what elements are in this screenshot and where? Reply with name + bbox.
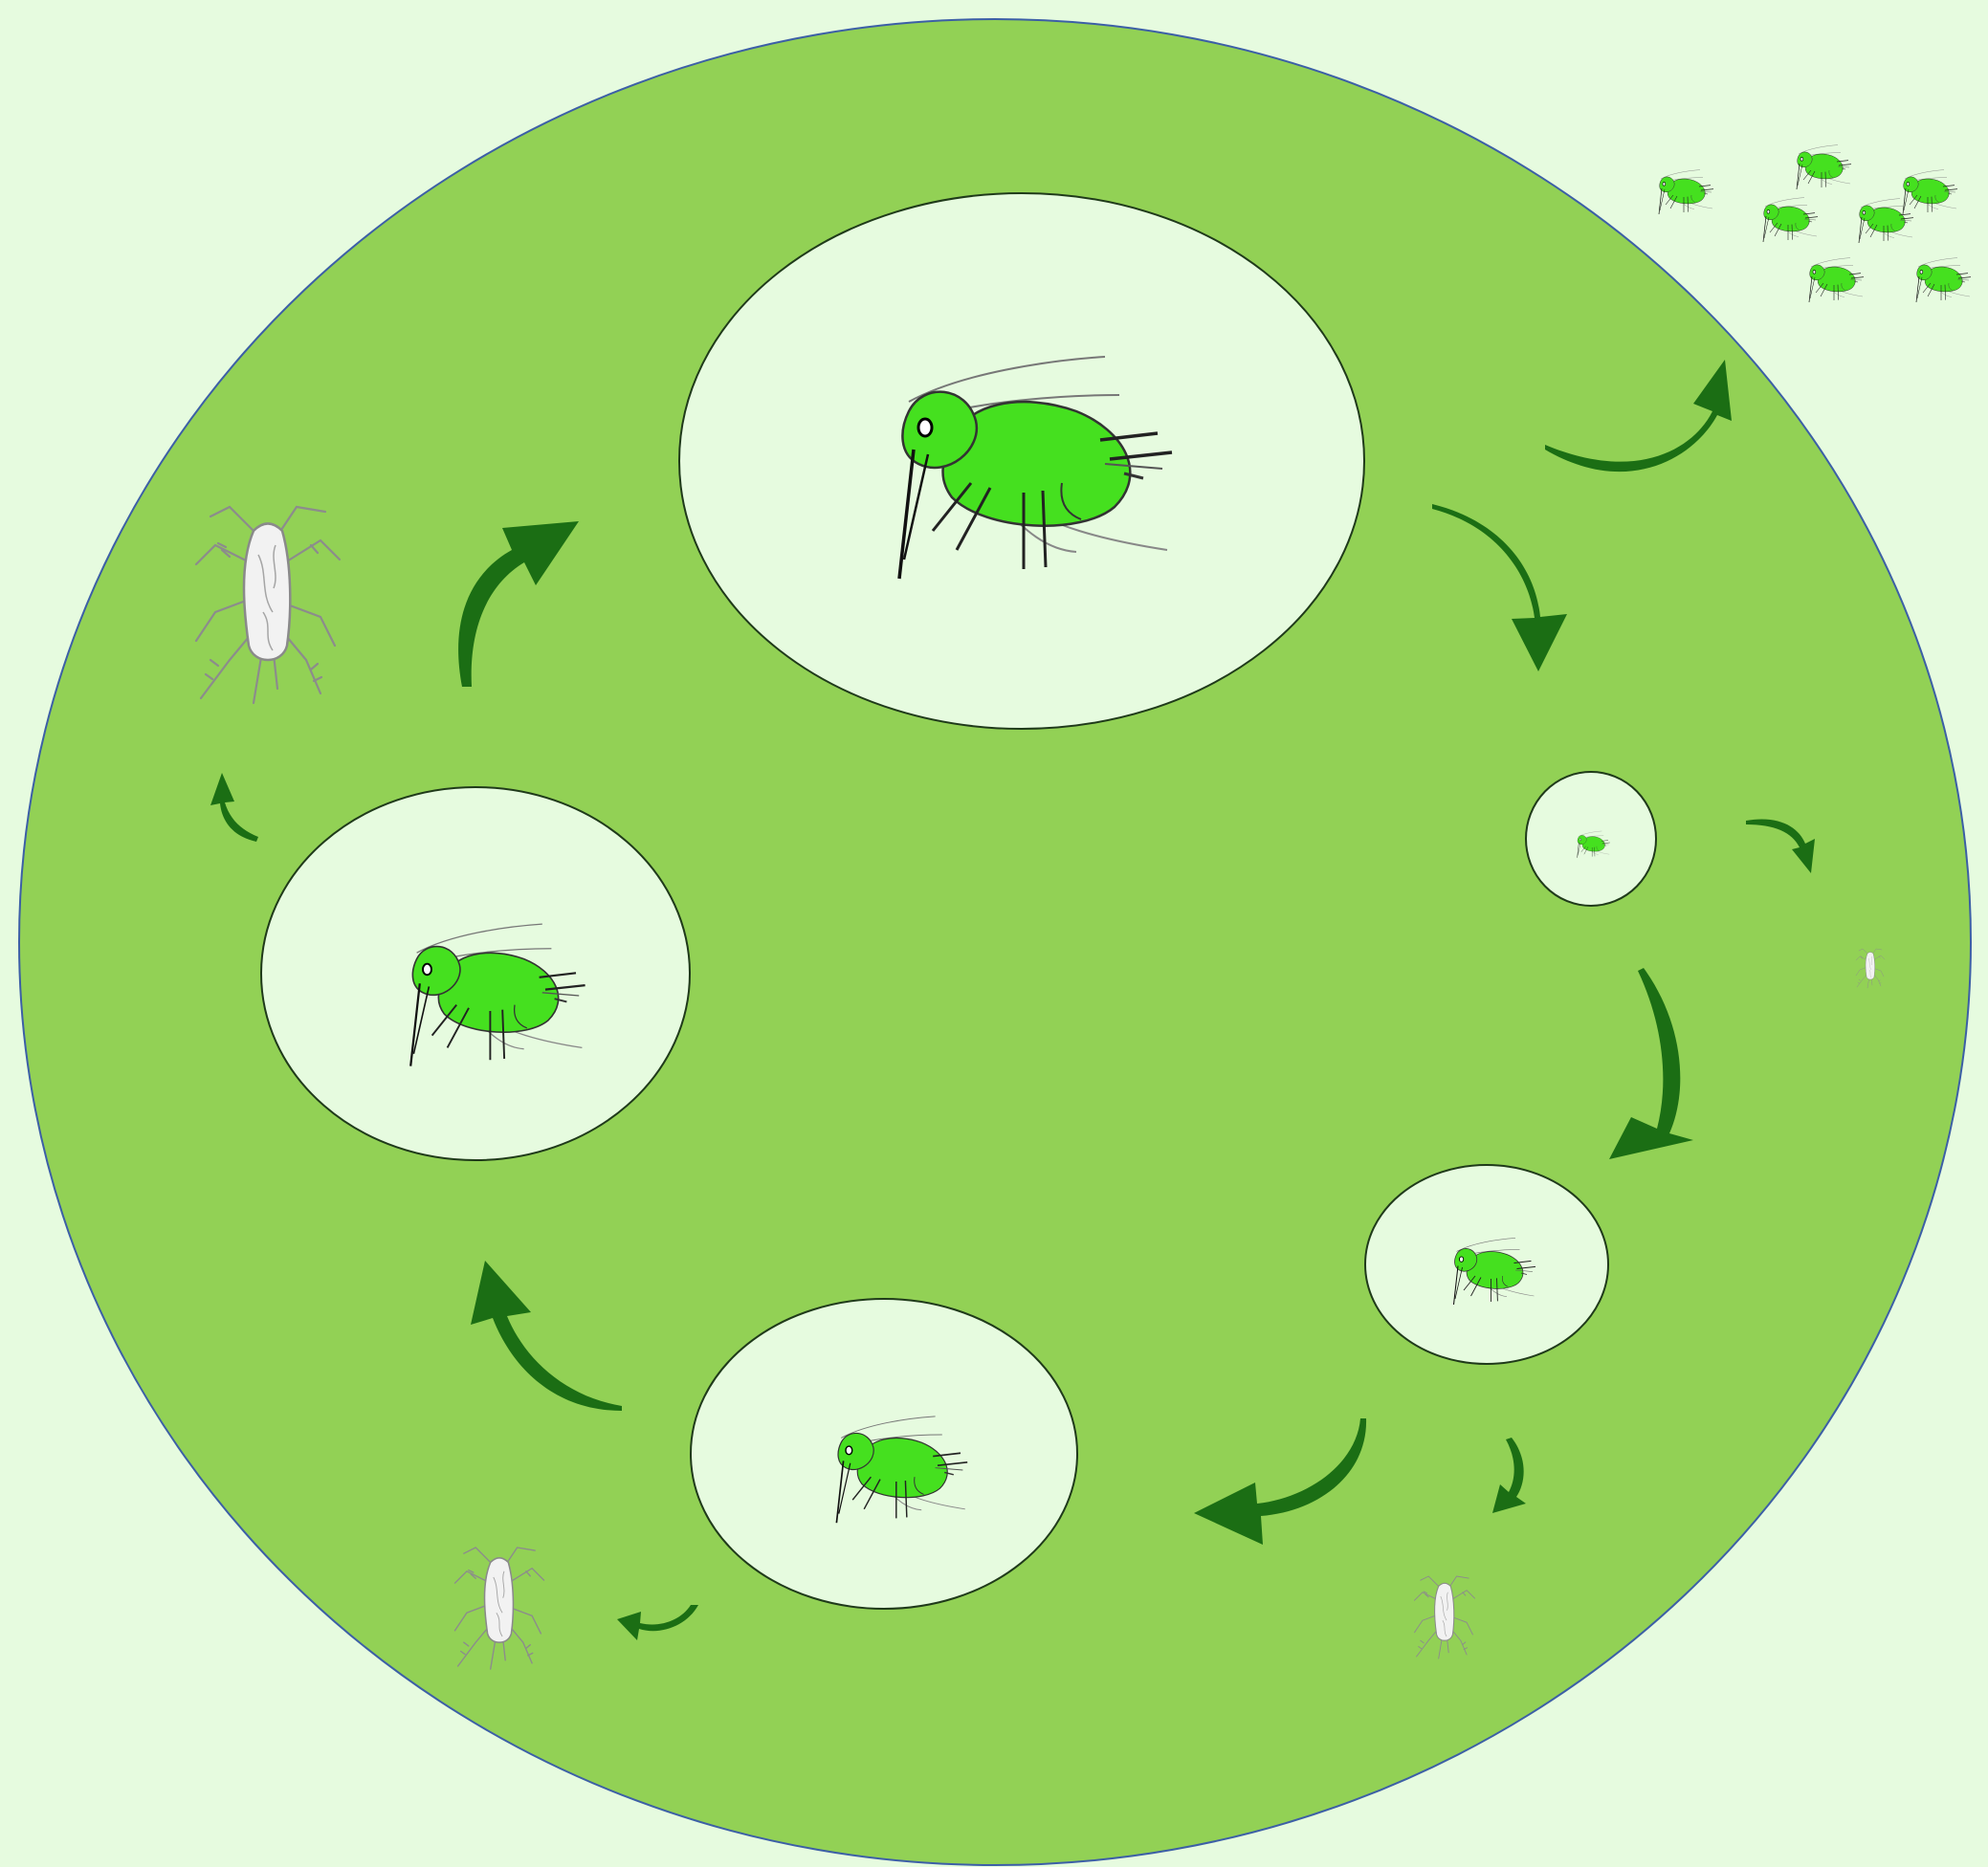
stage-fourth-instar	[261, 787, 690, 1160]
aphid-icon	[1763, 198, 1818, 242]
stage-adult	[679, 193, 1364, 729]
aphid-icon	[1659, 170, 1713, 214]
aphid-icon	[1903, 170, 1957, 214]
aphid-icon	[1809, 258, 1864, 302]
stage-second-instar	[1365, 1165, 1608, 1364]
stage-third-instar	[691, 1299, 1077, 1609]
offspring-group	[1659, 145, 1971, 302]
aphid-icon	[1916, 258, 1971, 302]
stage-newborn-nymph	[1526, 772, 1656, 906]
aphid-icon	[1797, 145, 1851, 189]
